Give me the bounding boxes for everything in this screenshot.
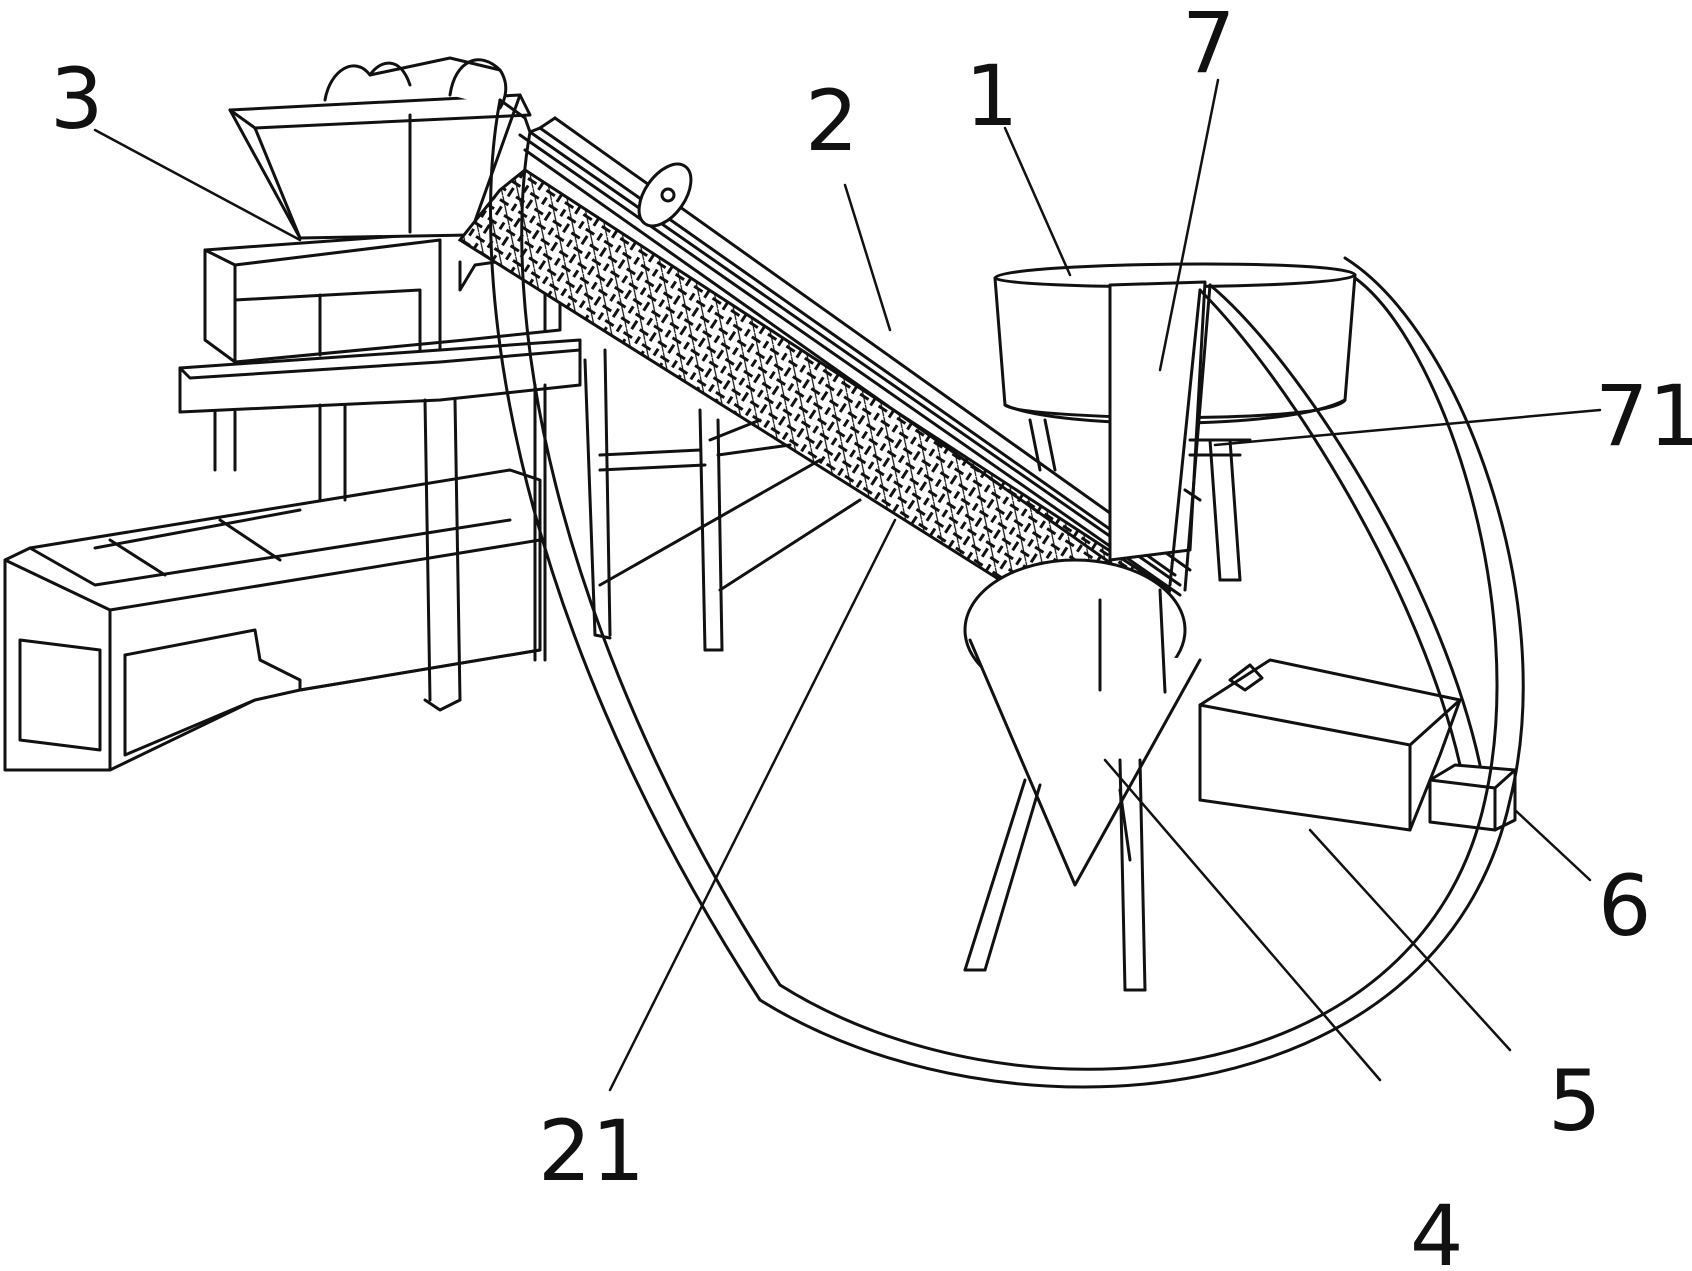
base-conveyor-bed	[3, 468, 542, 772]
label-71: 71	[1595, 367, 1692, 465]
label-1: 1	[965, 47, 1018, 145]
label-2: 2	[805, 72, 858, 170]
label-4: 4	[1410, 1187, 1463, 1271]
slurry-tank	[993, 262, 1357, 592]
label-3: 3	[50, 50, 103, 148]
label-7: 7	[1182, 0, 1235, 92]
reference-numerals: 3 2 1 7 71 21 4 5 6	[50, 0, 1692, 1271]
label-5: 5	[1548, 1052, 1601, 1150]
label-6: 6	[1598, 857, 1651, 955]
water-pump	[1198, 658, 1517, 832]
brick-press-machine	[178, 56, 582, 712]
return-pipe	[489, 98, 1525, 1089]
leader-lines	[93, 78, 1602, 1092]
label-21: 21	[538, 1102, 645, 1200]
cone-collector	[963, 558, 1202, 992]
